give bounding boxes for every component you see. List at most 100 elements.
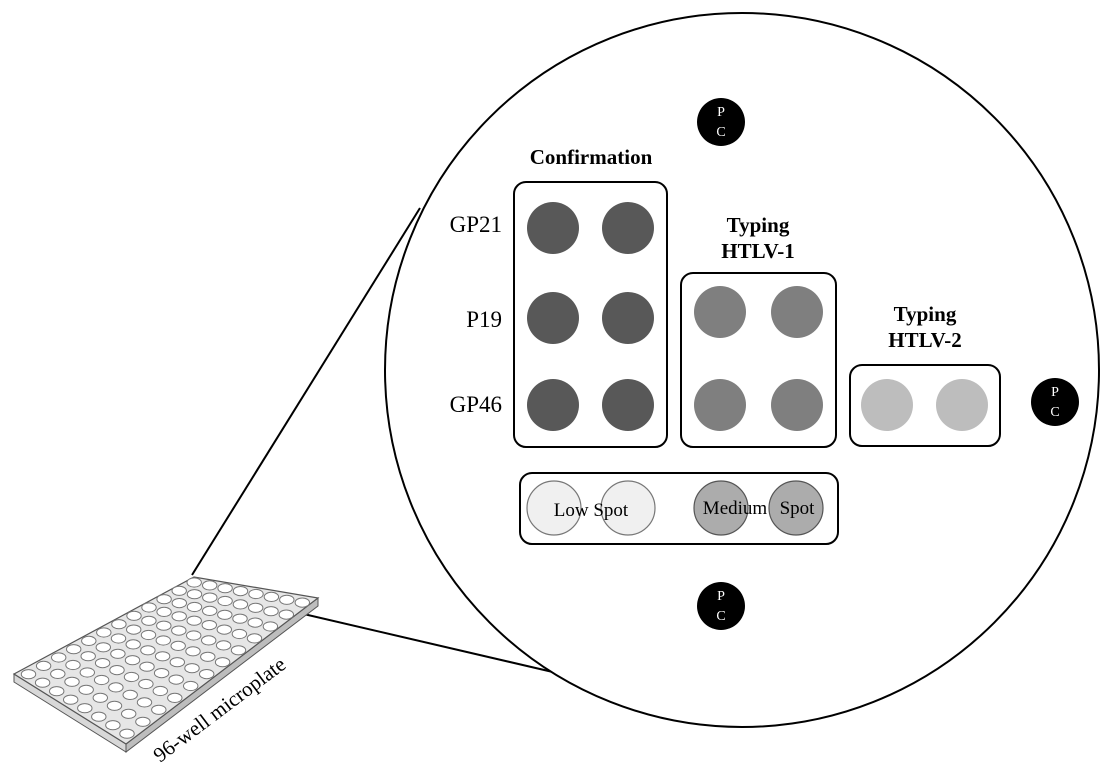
microplate-well — [96, 627, 112, 638]
confirmation-spot — [527, 202, 579, 254]
microplate-well — [231, 628, 248, 640]
microplate-well — [80, 651, 96, 662]
microplate-well — [153, 668, 170, 679]
microplate-well — [62, 694, 79, 705]
microplate-well — [135, 716, 151, 727]
microplate-well — [171, 611, 187, 622]
microplate — [12, 576, 320, 754]
microplate-well — [34, 677, 51, 688]
microplate-well — [95, 642, 112, 653]
microplate-well — [202, 592, 218, 603]
microplate-well — [170, 640, 186, 652]
microplate-well — [141, 602, 157, 613]
microplate-well — [201, 635, 217, 646]
microplate-well — [263, 591, 280, 603]
positive-control-spot — [697, 582, 745, 630]
microplate-well — [49, 686, 65, 697]
microplate-well — [167, 692, 183, 704]
microplate-wells — [20, 577, 310, 739]
microplate-well — [262, 621, 279, 632]
microplate-well — [136, 697, 153, 708]
microplate-well — [139, 661, 155, 672]
confirmation-spot — [527, 292, 579, 344]
microplate-well — [200, 651, 216, 662]
positive-control-label-p: P — [717, 105, 725, 120]
microplate-well — [232, 586, 249, 597]
microplate-well — [35, 660, 52, 672]
microplate-well — [126, 624, 142, 635]
confirmation-spot — [602, 379, 654, 431]
microplate-well — [152, 685, 169, 697]
microplate-well — [124, 655, 141, 666]
low-spot — [526, 480, 582, 536]
microplate-well — [65, 659, 81, 671]
microplate-well — [140, 629, 157, 641]
microplate-well — [186, 615, 202, 626]
typing-htlv1-spot — [694, 286, 746, 338]
microplate-well — [94, 658, 111, 669]
typing-htlv2-title-line1: Typing — [894, 302, 957, 326]
microplate-well — [64, 676, 80, 687]
low-spot-label: Low Spot — [554, 500, 629, 521]
zoom-line-top — [191, 207, 421, 576]
microplate-well — [126, 610, 142, 621]
microplate-well — [119, 728, 135, 739]
microplate-well — [216, 624, 233, 635]
low-spot — [600, 480, 656, 536]
positive-control-top: P C — [697, 98, 745, 146]
microplate-well — [294, 597, 310, 608]
microplate-well — [125, 639, 141, 650]
positive-control-label-c: C — [1050, 405, 1059, 420]
microplate-well — [156, 620, 172, 631]
positive-control-label-p: P — [1051, 385, 1059, 400]
microplate-well — [186, 601, 203, 613]
microplate-well — [105, 720, 121, 731]
microplate-well — [51, 652, 67, 663]
typing-htlv2-spot — [861, 379, 913, 431]
row-label-gp21: GP21 — [450, 212, 502, 237]
row-label-p19: P19 — [466, 307, 502, 332]
medium-spot — [768, 480, 824, 536]
microplate-well — [110, 633, 127, 644]
microplate-well — [217, 583, 233, 594]
typing-htlv2-spot — [936, 379, 988, 431]
microplate-well — [184, 663, 200, 674]
confirmation-spot — [602, 292, 654, 344]
microplate-well — [121, 708, 137, 719]
microplate-well — [154, 651, 171, 662]
microplate-well — [110, 648, 126, 659]
typing-htlv1-title-line2: HTLV-1 — [721, 239, 795, 263]
microplate-well — [186, 577, 202, 588]
microplate-well — [232, 599, 249, 610]
microplate-well — [92, 692, 109, 703]
microplate-well — [81, 635, 97, 647]
medium-spot-label-b: Spot — [780, 498, 816, 519]
confirmation-spot — [602, 202, 654, 254]
microplate-well — [263, 606, 279, 617]
microplate-well — [217, 595, 233, 607]
microplate-well — [66, 644, 82, 655]
positive-control-label-c: C — [716, 125, 725, 140]
positive-control-spot — [1031, 378, 1079, 426]
microplate-well — [247, 617, 263, 628]
microplate-well — [79, 667, 96, 678]
positive-control-label-c: C — [716, 609, 725, 624]
microplate-well — [171, 625, 187, 636]
microplate-well — [279, 594, 295, 605]
microplate-well — [248, 602, 264, 613]
microplate-well — [151, 704, 167, 715]
microplate-well — [217, 609, 233, 620]
control-spots-box — [519, 472, 839, 545]
microplate-well — [20, 669, 37, 680]
positive-control-label-p: P — [717, 589, 725, 604]
microplate-well — [246, 633, 263, 644]
microplate-well — [278, 609, 294, 620]
microplate-well — [169, 657, 186, 668]
typing-htlv1-spot — [771, 286, 823, 338]
microplate-well — [202, 580, 218, 591]
positive-control-right: P C — [1031, 378, 1079, 426]
microplate-well — [232, 613, 248, 624]
microplate-well — [183, 680, 199, 692]
microplate-well — [78, 684, 94, 695]
